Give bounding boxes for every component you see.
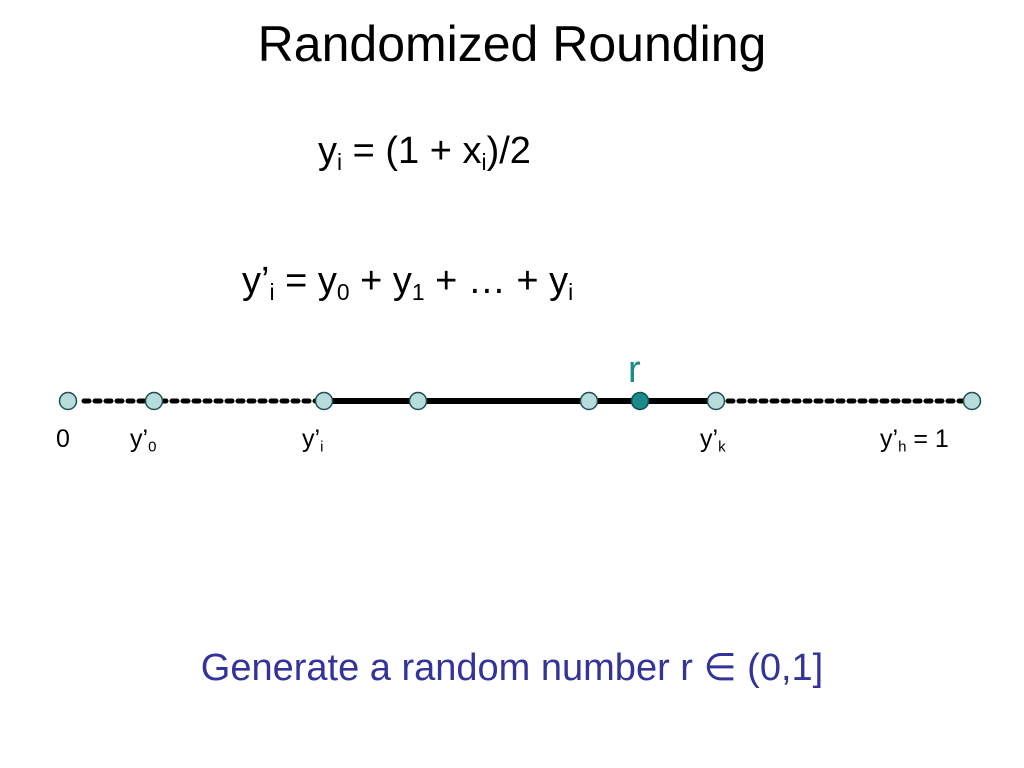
label-y-prime-i-sub: i	[320, 438, 324, 456]
node-y-prime-i	[314, 391, 334, 411]
node-r	[630, 391, 650, 411]
label-y-prime-h-sub: h	[898, 438, 907, 456]
equation-prefix-sum: y’i = y0 + y1 + … + yi	[242, 258, 573, 304]
eq2-lhs-sub: i	[269, 278, 275, 305]
eq1-lhs-sub: i	[337, 148, 343, 175]
node-zero	[58, 391, 78, 411]
eq2-term-0: = y	[274, 260, 337, 302]
node-y-prime-h	[962, 391, 982, 411]
label-y-prime-0-sub: 0	[148, 438, 157, 456]
eq1-mid: = (1 + x	[342, 130, 482, 172]
eq2-term-2-sub: i	[568, 278, 574, 305]
eq2-lhs: y’	[242, 260, 270, 302]
label-y-prime-i-base: y’	[302, 425, 321, 453]
slide-title: Randomized Rounding	[257, 16, 767, 72]
label-y-prime-0: y’0	[130, 424, 157, 456]
label-y-prime-k-base: y’	[700, 425, 719, 453]
label-y-prime-k-sub: k	[718, 438, 726, 456]
node-intermediate-1	[408, 391, 428, 411]
label-y-prime-h-suffix: = 1	[906, 425, 949, 453]
label-y-prime-i: y’i	[302, 424, 324, 456]
node-y-prime-k	[706, 391, 726, 411]
footer-statement: Generate a random number r ∈ (0,1]	[200, 647, 824, 689]
label-y-prime-h: y’h = 1	[880, 424, 949, 456]
eq1-rhs: )/2	[486, 130, 531, 172]
node-intermediate-2	[579, 391, 599, 411]
label-zero: 0	[56, 425, 70, 453]
equation-y-i: yi = (1 + xi)/2	[318, 128, 531, 174]
label-y-prime-k: y’k	[700, 424, 726, 456]
eq2-term-2: + … + y	[424, 260, 569, 302]
label-y-prime-0-base: y’	[130, 425, 149, 453]
eq2-term-0-sub: 0	[336, 278, 350, 305]
eq1-lhs: y	[318, 130, 337, 172]
eq1-mid-sub: i	[481, 148, 487, 175]
eq2-term-1: + y	[349, 260, 412, 302]
label-y-prime-h-base: y’	[880, 425, 899, 453]
node-y-prime-0	[144, 391, 164, 411]
r-label: r	[628, 349, 641, 391]
eq2-term-1-sub: 1	[411, 278, 425, 305]
